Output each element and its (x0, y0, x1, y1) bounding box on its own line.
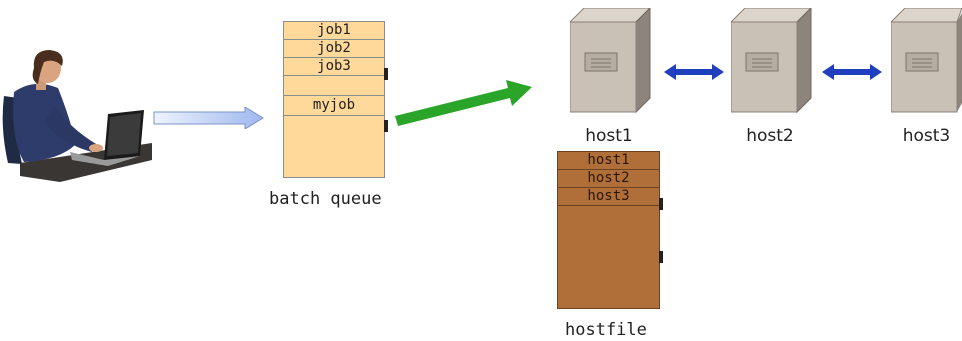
server-host3-icon (891, 8, 962, 113)
hostfile-tab (659, 198, 663, 210)
batch-queue-caption: batch queue (269, 189, 382, 209)
server-host1-icon (570, 8, 651, 114)
batch-queue: job1 job2 job3 myjob (283, 21, 385, 178)
queue-my-job: myjob (284, 96, 384, 116)
user-at-laptop-illustration (2, 50, 152, 182)
queue-tab (384, 68, 388, 80)
hostfile-entry: host1 (558, 152, 659, 170)
host-label: host3 (902, 126, 951, 146)
hostfile-entry: host3 (558, 188, 659, 206)
link-host1-host2-arrow (664, 64, 724, 80)
server-host2-icon (731, 8, 812, 114)
queue-job: job1 (284, 22, 384, 40)
queue-empty-slot (284, 76, 384, 96)
host-label: host1 (585, 126, 633, 146)
queue-tab (384, 120, 388, 132)
queue-job: job2 (284, 40, 384, 58)
submit-arrow (153, 107, 264, 129)
link-host2-host3-arrow (822, 64, 882, 80)
hostfile-caption: hostfile (565, 320, 647, 340)
hostfile: host1 host2 host3 (557, 151, 660, 309)
queue-job: job3 (284, 58, 384, 76)
hostfile-entry: host2 (558, 170, 659, 188)
dispatch-arrow (395, 80, 532, 126)
host-label: host2 (746, 126, 794, 146)
hostfile-tab (659, 251, 663, 263)
